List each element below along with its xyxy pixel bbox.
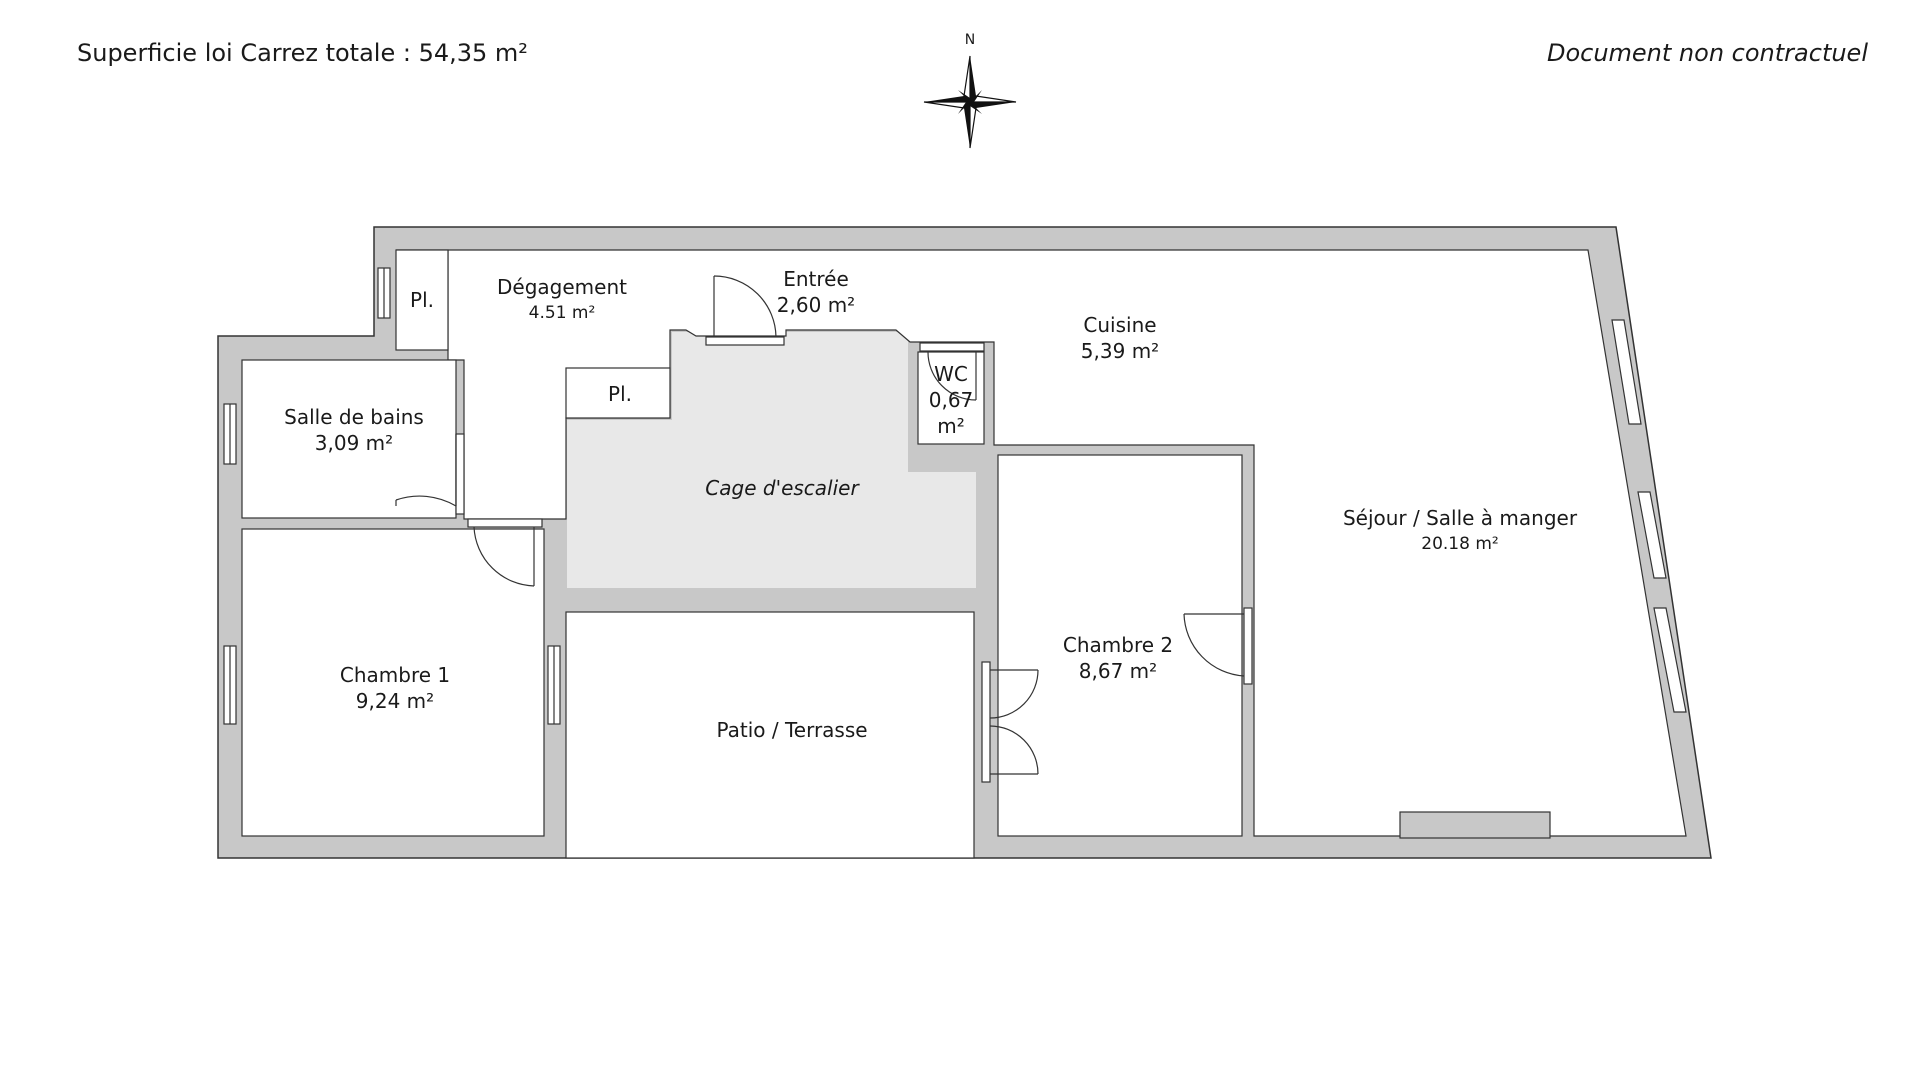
label-chambre-2: Chambre 2 8,67 m² (1063, 632, 1173, 684)
wc-area-line1: 0,67 (928, 388, 974, 412)
degagement-name: Dégagement (497, 275, 627, 299)
disclaimer-label: Document non contractuel (1546, 39, 1868, 67)
doors (395, 275, 1253, 783)
chambre-1-name: Chambre 1 (339, 663, 451, 687)
room-chambre-2 (997, 454, 1243, 837)
room-salle-de-bains (241, 359, 457, 519)
total-area-label: Superficie loi Carrez totale : 54,35 m² (77, 39, 528, 67)
entree-area: 2,60 m² (776, 293, 856, 317)
placard-1-name: Pl. (410, 288, 434, 312)
chambre-1-area: 9,24 m² (355, 689, 435, 713)
room-placard-1 (395, 249, 449, 351)
degagement-area: 4.51 m² (528, 303, 596, 323)
patio-name: Patio / Terrasse (716, 718, 868, 742)
label-wc: WC 0,67 m² (929, 361, 974, 439)
label-cuisine: Cuisine 5,39 m² (1081, 312, 1159, 364)
wc-name: WC (934, 362, 968, 386)
room-wc (917, 351, 985, 445)
sejour-name: Séjour / Salle à manger (1342, 506, 1578, 530)
label-sejour: Séjour / Salle à manger 20.18 m² (1343, 505, 1577, 557)
salle-de-bains-name: Salle de bains (284, 405, 424, 429)
cage-escalier-name: Cage d'escalier (705, 476, 859, 500)
cuisine-area: 5,39 m² (1080, 339, 1160, 363)
label-placard-2: Pl. (608, 381, 632, 407)
label-degagement: Dégagement 4.51 m² (497, 274, 627, 326)
label-salle-de-bains: Salle de bains 3,09 m² (284, 404, 424, 456)
entree-name: Entrée (783, 267, 849, 291)
label-entree: Entrée 2,60 m² (777, 266, 855, 318)
compass-north-label: N (964, 32, 976, 48)
label-chambre-1: Chambre 1 9,24 m² (340, 662, 450, 714)
windows (223, 267, 1687, 725)
salle-de-bains-area: 3,09 m² (314, 431, 394, 455)
chambre-2-area: 8,67 m² (1078, 659, 1158, 683)
label-cage-escalier: Cage d'escalier (705, 475, 858, 501)
wall-stub (1399, 811, 1551, 839)
compass-rose: N (920, 32, 1020, 156)
room-placard-2 (565, 367, 671, 419)
wc-area-line2: m² (937, 414, 965, 438)
label-patio: Patio / Terrasse (716, 717, 867, 743)
compass-star-icon (923, 55, 1017, 149)
room-patio (565, 611, 975, 859)
stairwell-area (567, 332, 976, 588)
room-chambre-1 (241, 528, 545, 837)
label-placard-1: Pl. (410, 287, 434, 313)
placard-2-name: Pl. (608, 382, 632, 406)
sejour-area: 20.18 m² (1421, 534, 1499, 554)
chambre-2-name: Chambre 2 (1062, 633, 1174, 657)
cuisine-name: Cuisine (1083, 313, 1157, 337)
